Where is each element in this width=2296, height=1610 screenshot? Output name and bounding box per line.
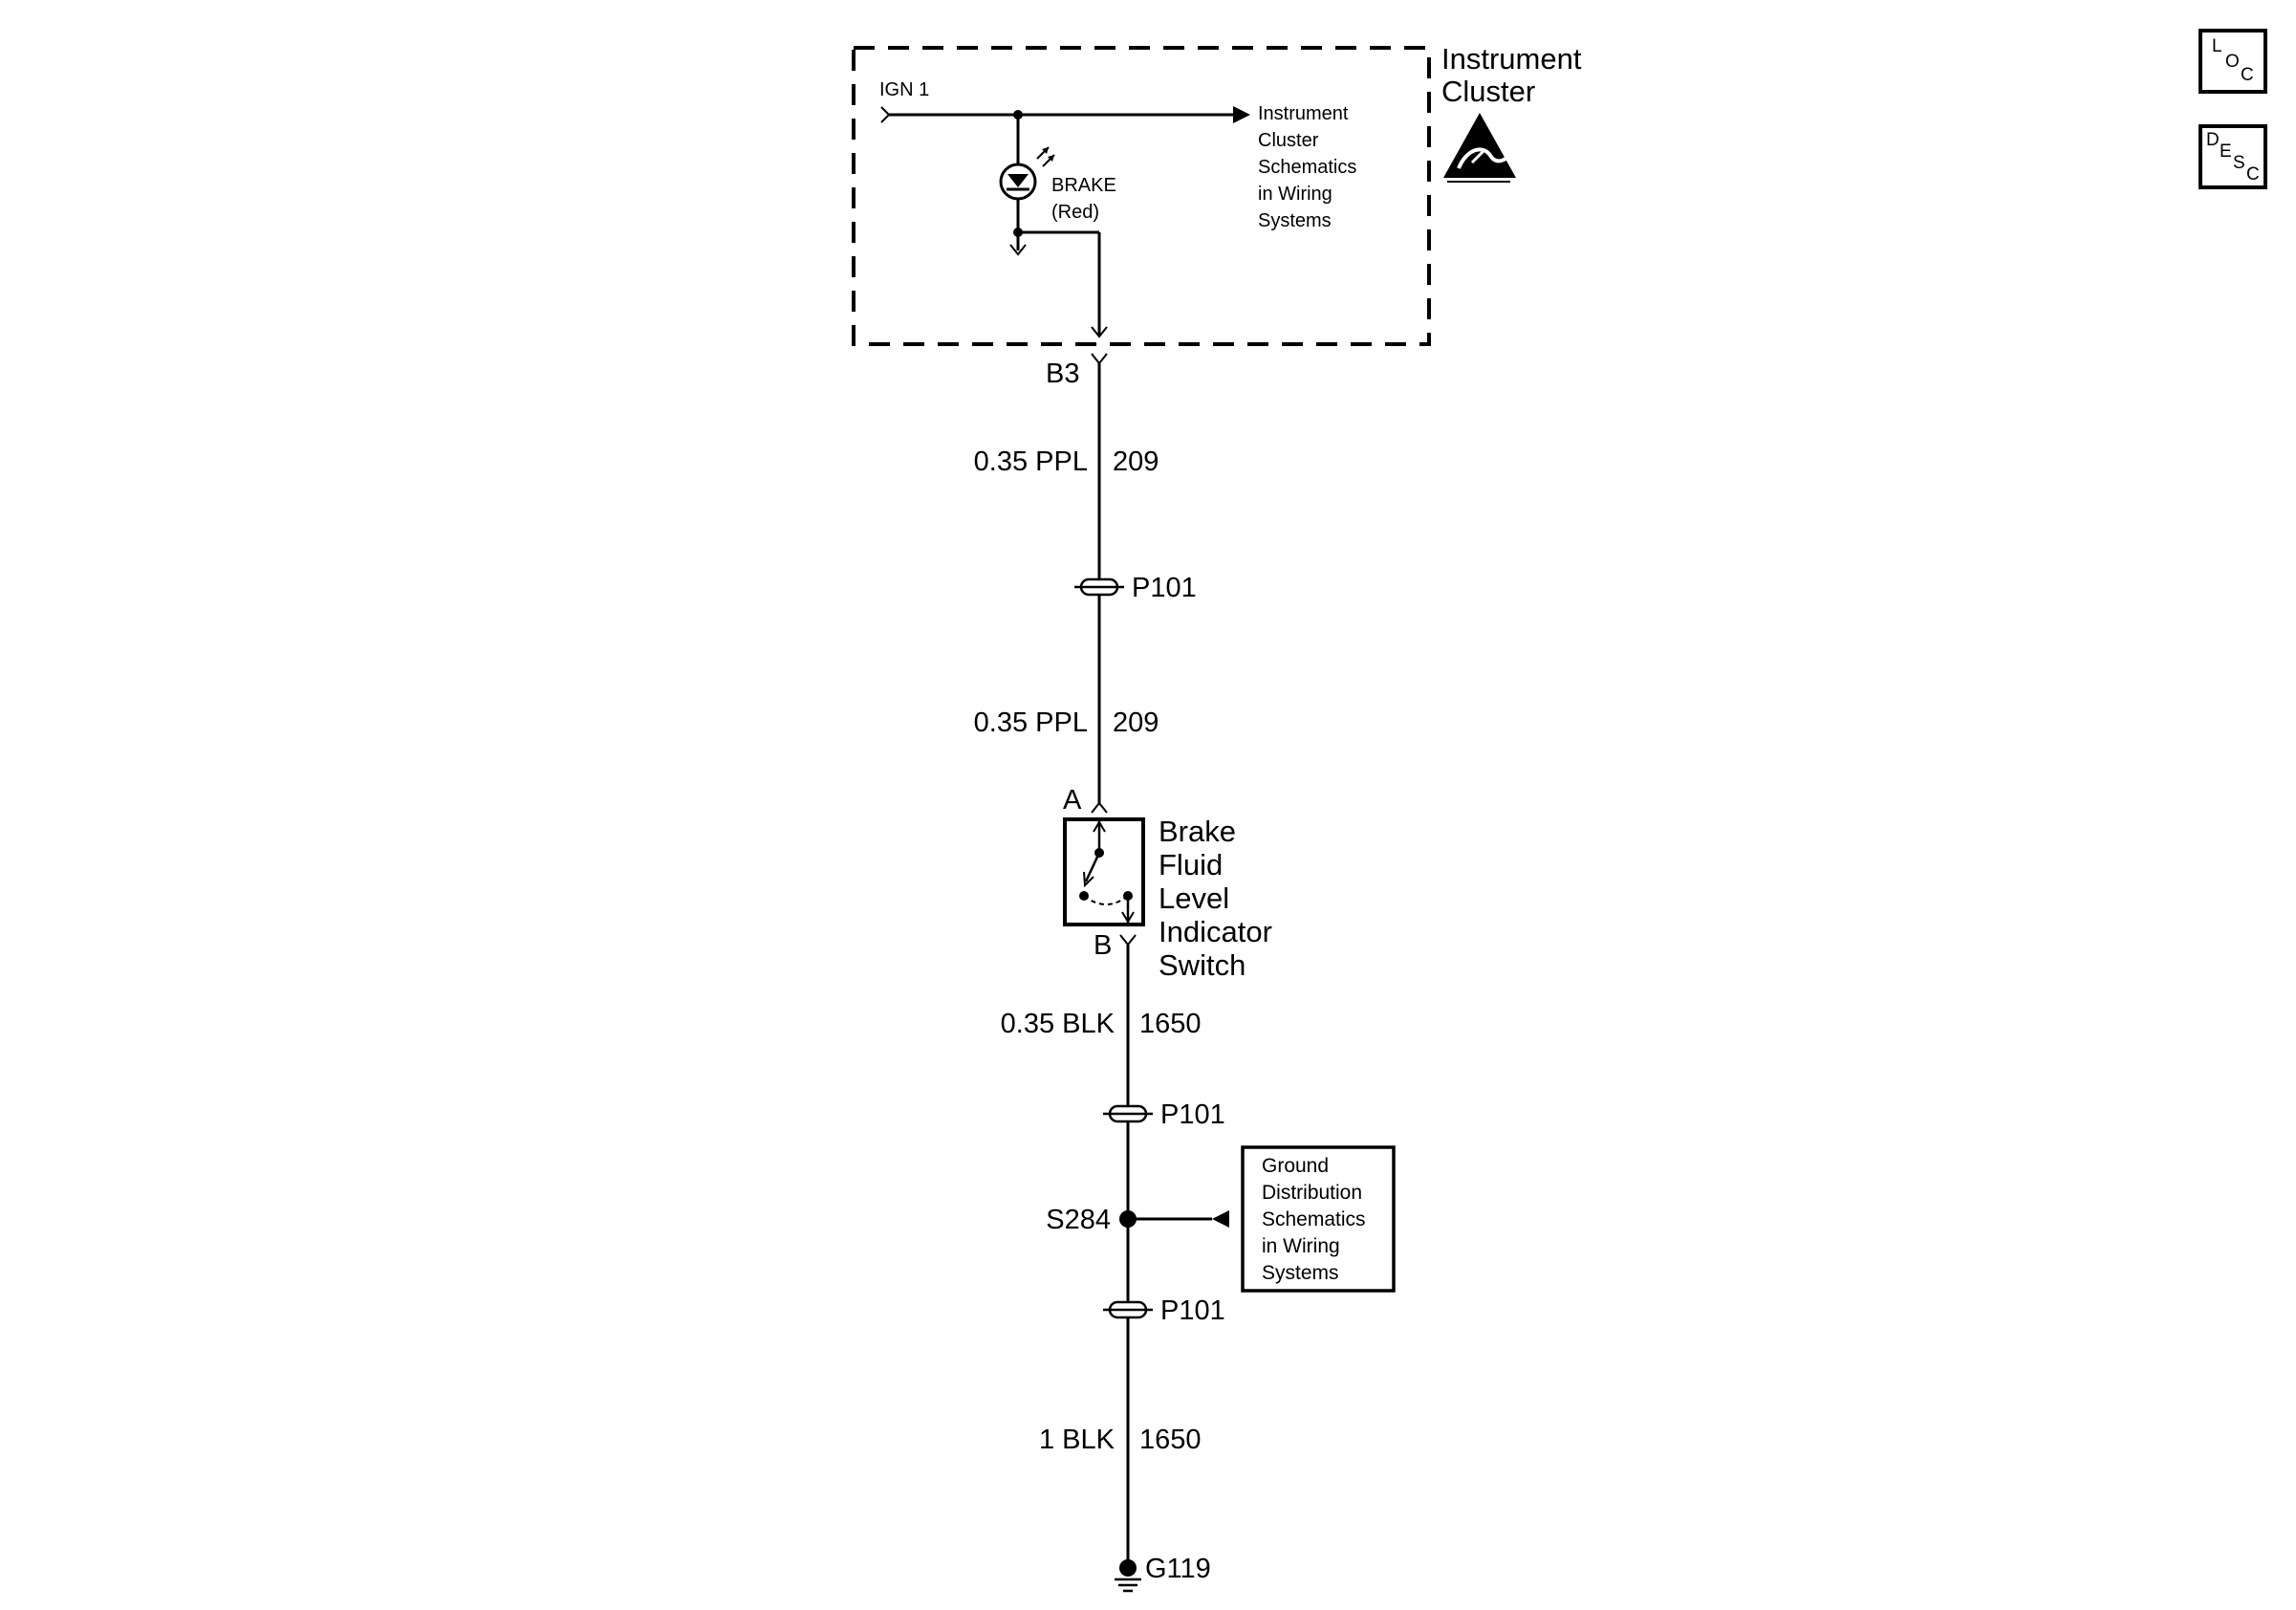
cluster-ref-line-5: Systems: [1258, 210, 1332, 231]
switch-pin-a-terminal: [1091, 801, 1108, 814]
wire-3-gauge-color: 0.35 BLK: [1001, 1009, 1116, 1039]
ground-ref-line-5: Systems: [1262, 1262, 1339, 1284]
ground-symbol-icon: [1115, 1559, 1141, 1593]
switch-pin-b-terminal: [1119, 934, 1137, 946]
instrument-cluster-boundary: [852, 46, 1431, 346]
p101-label-2: P101: [1160, 1099, 1225, 1130]
wire-4-gauge-color: 1 BLK: [1039, 1425, 1116, 1455]
loc-button[interactable]: L O C: [2199, 29, 2267, 94]
switch-label-2: Fluid: [1159, 848, 1223, 881]
switch-pin-b-label: B: [1094, 930, 1112, 961]
switch-label-4: Indicator: [1159, 915, 1272, 948]
ground-ref-arrow: [1212, 1210, 1229, 1228]
ground-ref-line-2: Distribution: [1262, 1182, 1362, 1204]
cluster-ref-line-3: Schematics: [1258, 157, 1356, 178]
s284-splice-label: S284: [1046, 1205, 1111, 1235]
instrument-cluster-title-1: Instrument: [1441, 42, 1582, 76]
wire-2-gauge-color: 0.35 PPL: [974, 707, 1088, 738]
desc-letter-s: S: [2233, 153, 2245, 173]
esd-warning-icon: [1443, 113, 1516, 183]
ground-ref-line-3: Schematics: [1262, 1208, 1366, 1230]
cluster-ref-line-1: Instrument: [1258, 103, 1349, 124]
b3-female-terminal: [1091, 326, 1108, 338]
desc-button[interactable]: D E S C: [2199, 124, 2267, 189]
brake-lamp-led-icon: [999, 146, 1055, 201]
wire-1-gauge-color: 0.35 PPL: [974, 446, 1088, 477]
b3-male-terminal: [1091, 353, 1108, 365]
p101-label-1: P101: [1132, 573, 1197, 603]
switch-label-3: Level: [1159, 881, 1229, 915]
p101-label-3: P101: [1160, 1295, 1225, 1326]
g119-ground-label: G119: [1145, 1554, 1211, 1584]
ign-feed-arrow: [1233, 106, 1250, 123]
desc-letter-d: D: [2206, 130, 2220, 150]
wire-4-circuit: 1650: [1139, 1425, 1202, 1455]
ground-ref-line-1: Ground: [1262, 1155, 1329, 1177]
loc-letter-c: C: [2241, 65, 2254, 85]
cluster-ref-line-4: in Wiring: [1258, 184, 1332, 205]
desc-letter-c: C: [2246, 164, 2260, 185]
p101-inline-connector-1: [1074, 577, 1124, 597]
wire-3-circuit: 1650: [1139, 1009, 1202, 1039]
b3-connector-label: B3: [1046, 359, 1079, 389]
switch-label-1: Brake: [1159, 815, 1236, 848]
loc-letter-l: L: [2212, 36, 2222, 56]
wire-2-circuit: 209: [1113, 707, 1159, 738]
cluster-ref-line-2: Cluster: [1258, 130, 1319, 151]
brake-lamp-color: (Red): [1051, 202, 1099, 223]
ign-label: IGN 1: [879, 79, 929, 100]
ign-connector-symbol: [880, 106, 891, 123]
brake-lamp-label: BRAKE: [1051, 175, 1116, 196]
ground-distribution-ref-box[interactable]: [1241, 1145, 1396, 1293]
p101-inline-connector-3: [1103, 1300, 1153, 1319]
lamp-internal-ground-arrow: [1009, 244, 1027, 256]
desc-letter-e: E: [2220, 141, 2232, 162]
wire-1-circuit: 209: [1113, 446, 1159, 477]
ground-ref-line-4: in Wiring: [1262, 1235, 1340, 1257]
p101-inline-connector-2: [1103, 1104, 1153, 1123]
loc-letter-o: O: [2225, 52, 2240, 72]
switch-label-5: Switch: [1159, 948, 1245, 982]
instrument-cluster-title-2: Cluster: [1441, 75, 1535, 108]
switch-pin-a-label: A: [1063, 785, 1082, 816]
brake-fluid-level-switch: [1063, 817, 1145, 926]
